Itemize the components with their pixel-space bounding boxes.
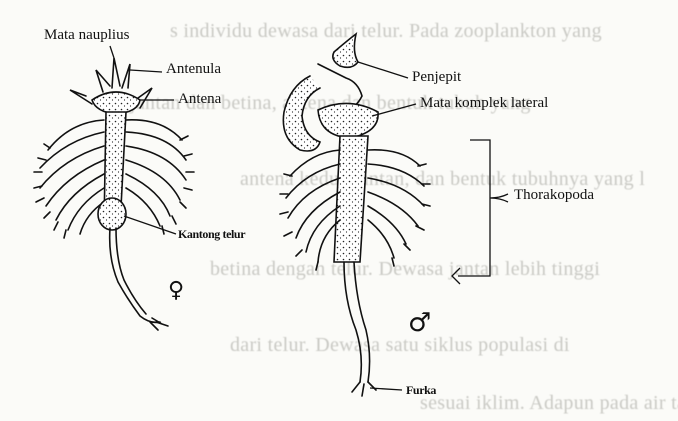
label-antenula: Antenula — [166, 62, 221, 77]
label-thorakopoda: Thorakopoda — [514, 188, 594, 203]
male-copepod — [280, 34, 430, 396]
label-penjepit: Penjepit — [412, 70, 461, 85]
thorakopoda-bracket — [458, 140, 490, 276]
label-furka: Furka — [406, 384, 436, 396]
leader-penjepit — [358, 62, 408, 78]
thorakopoda-brace-tip — [490, 194, 508, 202]
male-symbol-icon: ♂ — [408, 310, 431, 336]
label-mata-komplek-lateral: Mata komplek lateral — [420, 96, 548, 111]
label-antena: Antena — [178, 92, 221, 107]
leader-mata-komplek — [372, 104, 416, 116]
leader-mata-nauplius — [110, 46, 114, 58]
leader-antenula — [130, 70, 162, 72]
label-kantong-telur: Kantong telur — [178, 228, 245, 240]
label-mata-nauplius: Mata nauplius — [44, 28, 129, 43]
leader-kantong-telur — [124, 216, 176, 234]
female-symbol-icon: ♀ — [168, 280, 184, 302]
